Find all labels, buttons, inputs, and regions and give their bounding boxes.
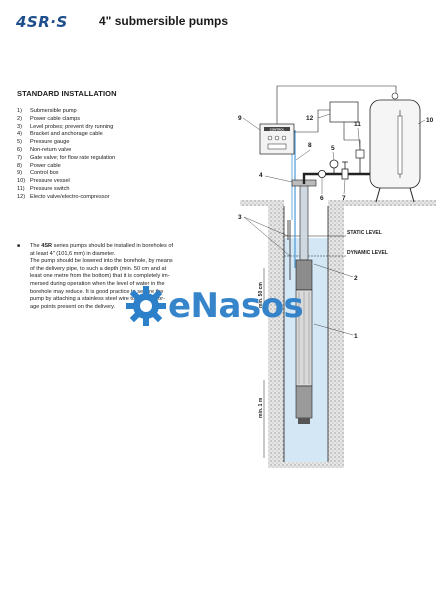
list-item-text: Control box bbox=[30, 170, 59, 177]
label-3: 3 bbox=[238, 214, 242, 221]
list-item-number: 8) bbox=[17, 162, 22, 169]
installation-list: 1) Submersible pump 2) Power cable clamps 3)… bbox=[17, 108, 115, 202]
note-line: borehole may reduce. It is good practice… bbox=[30, 288, 164, 295]
dynamic-level-label: DYNAMIC LEVEL bbox=[347, 250, 388, 256]
list-item: 5) Pressure gauge bbox=[17, 139, 115, 147]
min-1m-label: min. 1 m bbox=[258, 397, 264, 418]
label-5: 5 bbox=[331, 145, 335, 152]
brand-logo: 4SR·S bbox=[16, 13, 68, 31]
list-item-number: 1) bbox=[17, 108, 22, 114]
control-box: CONTROL bbox=[259, 123, 295, 155]
note-line: least one metre from the bottom) that it… bbox=[30, 273, 170, 280]
non-return-valve bbox=[318, 170, 327, 179]
list-item-text: Pressure vessel bbox=[30, 178, 70, 185]
list-item-text: Pressure gauge bbox=[30, 139, 70, 146]
label-8: 8 bbox=[308, 142, 312, 149]
note-lead-rest: series pumps should be installed in bore… bbox=[52, 243, 174, 249]
list-item-text: Level probes; prevent dry running bbox=[30, 123, 114, 130]
ground-left bbox=[240, 200, 284, 462]
list-item: 7) Gate valve; for flow rate regulation bbox=[17, 155, 115, 163]
note-lead: The bbox=[30, 243, 42, 249]
list-item-number: 11) bbox=[17, 185, 25, 192]
list-item: 3) Level probes; prevent dry running bbox=[17, 124, 115, 132]
ground-bottom bbox=[268, 462, 344, 468]
list-item-number: 2) bbox=[17, 115, 22, 122]
list-item-number: 6) bbox=[17, 146, 22, 153]
watermark-text: eNasos bbox=[168, 286, 304, 326]
static-level-label: STATIC LEVEL bbox=[347, 230, 382, 236]
gear-icon bbox=[126, 286, 166, 326]
note-line: mersed during operation when the level o… bbox=[30, 280, 165, 287]
list-item: 1) Submersible pump bbox=[17, 108, 115, 116]
label-1: 1 bbox=[354, 333, 358, 340]
list-item-text: Power cable clamps bbox=[30, 115, 81, 122]
note-lines: at least 4" (101,6 mm) in diameter.The p… bbox=[17, 251, 213, 312]
list-item: 4) Bracket and anchorage cable bbox=[17, 131, 115, 139]
label-12: 12 bbox=[306, 115, 314, 122]
ground-right bbox=[328, 200, 436, 462]
pressure-gauge bbox=[329, 159, 339, 169]
wiring-top bbox=[276, 85, 397, 124]
pressure-vessel bbox=[369, 92, 421, 203]
label-2: 2 bbox=[354, 275, 358, 282]
installation-diagram: STATIC LEVEL DYNAMIC LEVEL min. 50 cm mi… bbox=[238, 85, 436, 468]
electro-valve-box bbox=[329, 101, 359, 123]
list-item-number: 9) bbox=[17, 170, 22, 177]
note-line: pump by attaching a stainless steel wire… bbox=[30, 296, 165, 303]
list-item: 9) Control box bbox=[17, 170, 115, 178]
label-4: 4 bbox=[259, 172, 263, 179]
list-item-number: 10) bbox=[17, 178, 26, 185]
list-item-number: 12) bbox=[17, 193, 26, 200]
label-11: 11 bbox=[354, 121, 361, 128]
label-10: 10 bbox=[426, 117, 434, 124]
label-6: 6 bbox=[320, 195, 324, 202]
submersible-pump bbox=[295, 259, 313, 424]
note-line: of the delivery pipe, to such a depth (m… bbox=[30, 265, 167, 272]
list-item-number: 4) bbox=[17, 131, 22, 138]
min-50cm-label: min. 50 cm bbox=[258, 282, 264, 308]
list-item-text: Submersible pump bbox=[30, 108, 77, 114]
label-9: 9 bbox=[238, 115, 242, 122]
control-box-label: CONTROL bbox=[270, 127, 285, 131]
list-item: 12) Electo valve/electro-compressor bbox=[17, 194, 115, 202]
note-line: at least 4" (101,6 mm) in diameter. bbox=[30, 250, 116, 257]
list-item-number: 7) bbox=[17, 154, 22, 161]
list-item: 6) Non-return valve bbox=[17, 147, 115, 155]
note-line: age points present on the delivery. bbox=[30, 303, 116, 310]
installation-note: ■ The 4SR series pumps should be install… bbox=[17, 243, 213, 311]
list-item-text: Electo valve/electro-compressor bbox=[30, 193, 110, 200]
list-item-text: Power cable bbox=[30, 162, 61, 169]
list-item-number: 3) bbox=[17, 123, 22, 130]
pressure-switch bbox=[355, 149, 365, 159]
delivery-pipe bbox=[299, 183, 309, 261]
bullet-icon: ■ bbox=[17, 243, 21, 249]
page-title: 4" submersible pumps bbox=[99, 14, 229, 28]
list-item-text: Gate valve; for flow rate regulation bbox=[30, 154, 116, 161]
list-item: 10) Pressure vessel bbox=[17, 178, 115, 186]
list-item-text: Pressure switch bbox=[30, 185, 70, 192]
wiring-mid bbox=[294, 109, 330, 133]
gate-valve bbox=[341, 168, 349, 180]
label-7: 7 bbox=[342, 195, 346, 202]
note-lead-bold: 4SR bbox=[41, 243, 53, 249]
list-item-text: Non-return valve bbox=[30, 146, 72, 153]
note-line: The pump should be lowered into the bore… bbox=[30, 258, 173, 265]
section-title: STANDARD INSTALLATION bbox=[17, 89, 117, 98]
list-item: 2) Power cable clamps bbox=[17, 116, 115, 124]
list-item: 8) Power cable bbox=[17, 163, 115, 171]
list-item-number: 5) bbox=[17, 139, 22, 146]
note-first-line: ■ The 4SR series pumps should be install… bbox=[17, 243, 213, 251]
list-item: 11) Pressure switch bbox=[17, 186, 115, 194]
list-item-text: Bracket and anchorage cable bbox=[30, 131, 103, 138]
watermark: eNasos bbox=[124, 284, 304, 328]
